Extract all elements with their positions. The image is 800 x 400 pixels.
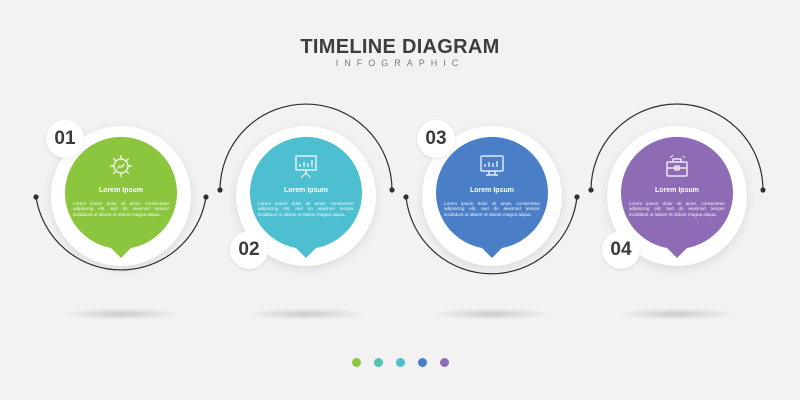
- step-description: Lorem ipsum dolor sit amet, consectetur …: [629, 201, 725, 217]
- page-subtitle: INFOGRAPHIC: [335, 58, 465, 68]
- connector-dot: [574, 194, 580, 200]
- step-pin-shape: [250, 136, 362, 258]
- step-pin-shape: [65, 136, 177, 258]
- connector-dot: [33, 194, 39, 200]
- palette-dot: [373, 358, 383, 367]
- connector-dot: [389, 187, 395, 193]
- step-description: Lorem ipsum dolor sit amet, consectetur …: [73, 201, 169, 217]
- connector-arc-2: [219, 103, 393, 191]
- connector-arc-1: [35, 196, 207, 271]
- step-number-badge-4: 04: [602, 231, 640, 269]
- connector-dot: [203, 194, 209, 200]
- step-shadow: [617, 308, 737, 320]
- step-label: Lorem Ipsum: [284, 187, 328, 194]
- presentation-board-icon: [292, 152, 320, 180]
- step-description: Lorem ipsum dolor sit amet, consectetur …: [444, 201, 540, 217]
- briefcase-icon: [663, 152, 691, 180]
- step-label: Lorem Ipsum: [99, 187, 143, 194]
- step-label: Lorem Ipsum: [470, 187, 514, 194]
- step-shadow: [246, 308, 366, 320]
- palette-dot: [395, 358, 405, 367]
- color-palette-dots: [0, 358, 800, 367]
- step-number-badge-1: 01: [46, 120, 84, 158]
- connector-dot: [588, 187, 594, 193]
- step-label: Lorem Ipsum: [655, 187, 699, 194]
- connector-dot: [217, 187, 223, 193]
- step-description: Lorem ipsum dolor sit amet, consectetur …: [258, 201, 354, 217]
- connector-dot: [760, 187, 766, 193]
- connector-arc-3: [405, 196, 578, 275]
- step-number-badge-3: 03: [417, 120, 455, 158]
- monitor-chart-icon: [478, 152, 506, 180]
- timeline-step-3: Lorem Ipsum Lorem ipsum dolor sit amet, …: [422, 126, 562, 320]
- palette-dot: [417, 358, 427, 367]
- palette-dot: [439, 358, 449, 367]
- palette-dot: [351, 358, 361, 367]
- step-shadow: [432, 308, 552, 320]
- connector-arc-4: [590, 103, 764, 191]
- step-number-badge-2: 02: [230, 231, 268, 269]
- step-pin-shape: [621, 136, 733, 258]
- step-pin-shape: [436, 136, 548, 258]
- connector-dot: [403, 194, 409, 200]
- step-shadow: [61, 308, 181, 320]
- gear-graph-icon: [107, 152, 135, 180]
- page-title: TIMELINE DIAGRAM: [300, 36, 500, 58]
